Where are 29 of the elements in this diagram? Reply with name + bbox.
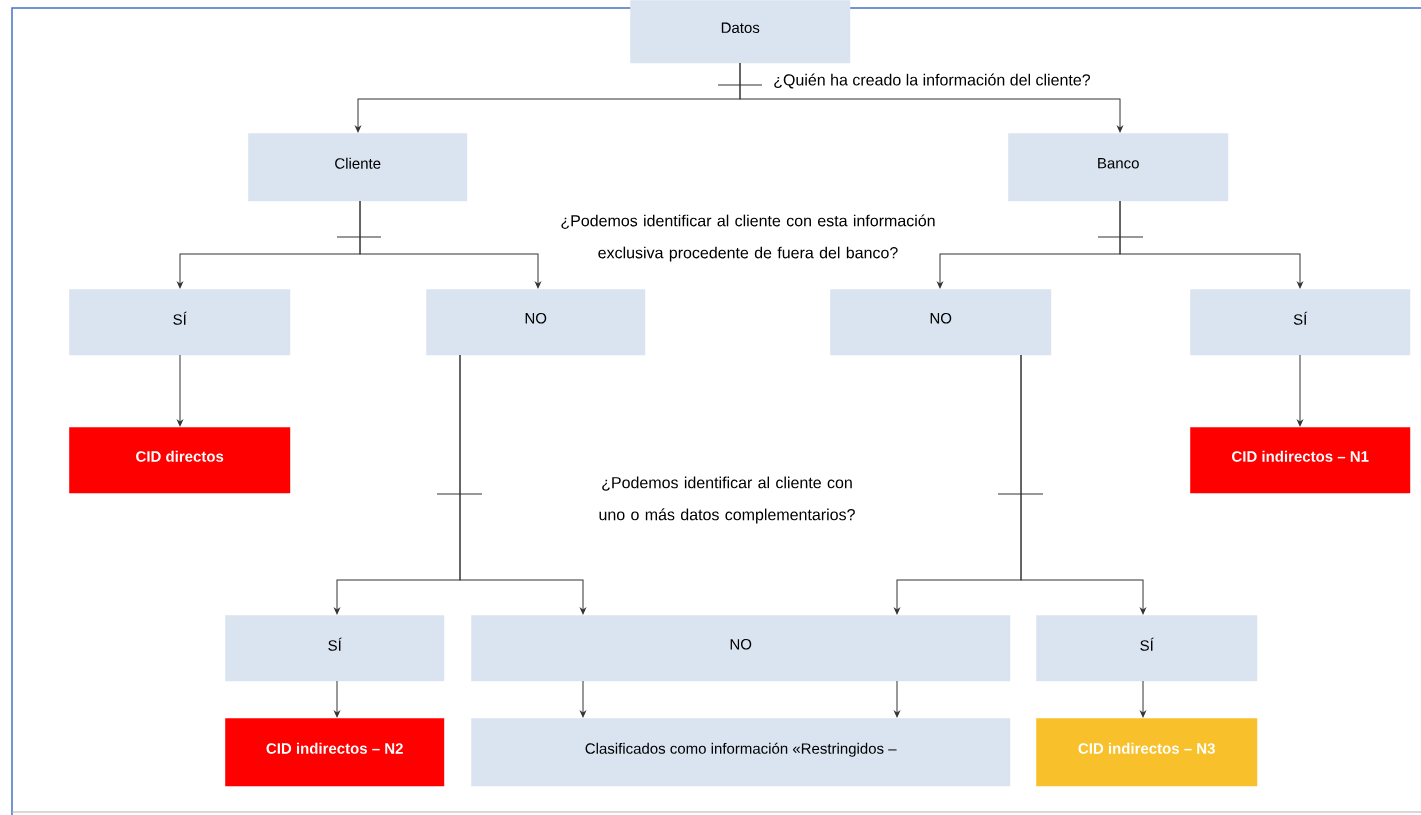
decision-box: NO (830, 289, 1052, 356)
decision-box: SÍ (225, 615, 445, 682)
arrow (359, 200, 541, 289)
arrow (1140, 680, 1146, 718)
decision-box: Banco (1008, 133, 1229, 202)
decision-box: NO (471, 615, 1011, 682)
result-box: CID directos (69, 427, 291, 494)
decision-box: Cliente (248, 133, 468, 202)
result-box: CID indirectos – N1 (1190, 427, 1411, 494)
result-box: CID indirectos – N2 (225, 718, 445, 787)
arrow (894, 680, 900, 718)
arrow (739, 62, 1123, 133)
arrow (580, 680, 586, 718)
decision-box: SÍ (69, 289, 291, 356)
decision-box: Datos (630, 0, 851, 64)
decision-box: NO (426, 289, 646, 356)
arrow (459, 354, 586, 615)
decision-box: Clasificados como información «Restringidos – (471, 718, 1011, 787)
arrow (1297, 354, 1303, 427)
result-box: CID indirectos – N3 (1036, 718, 1258, 787)
decision-box: SÍ (1190, 289, 1411, 356)
question-text: ¿Podemos identificar al cliente con uno o más datos complementarios? (599, 476, 855, 524)
arrow (1020, 354, 1146, 615)
decision-box: SÍ (1036, 615, 1258, 682)
question-text: ¿Podemos identificar al cliente con esta información exclusiva procedente de fuera del banco? (561, 214, 935, 262)
arrow (334, 680, 340, 718)
arrow (1119, 200, 1303, 289)
question-text: ¿Quién ha creado la información del cliente? (774, 73, 1091, 89)
arrow (177, 354, 183, 427)
